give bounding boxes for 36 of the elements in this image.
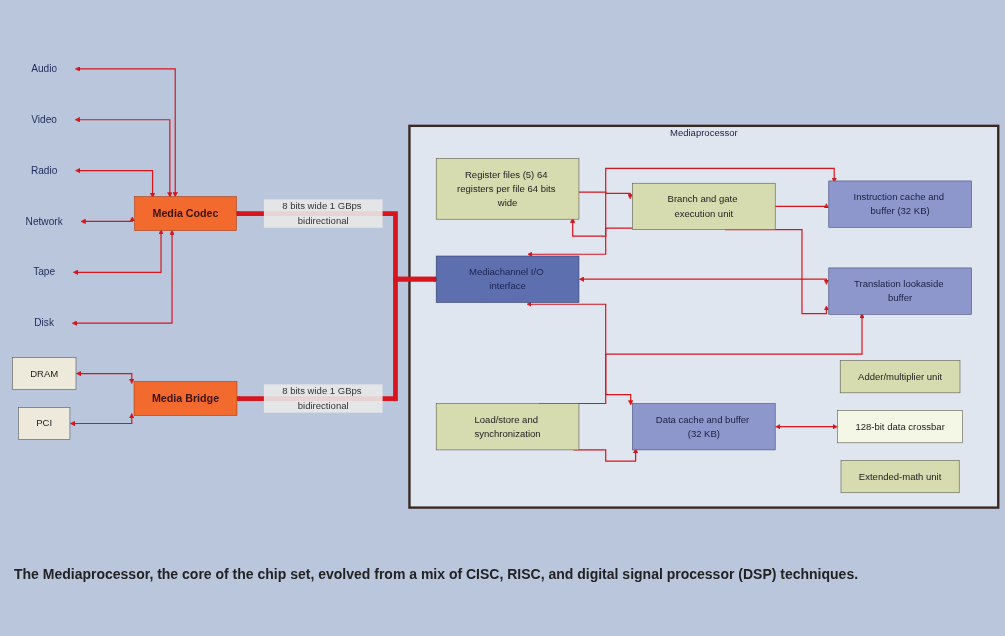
edge-label: 8 bits wide 1 GBps bidirectional: [281, 386, 362, 411]
node-text: Disk: [33, 317, 54, 329]
node-box: Media Bridge: [133, 381, 237, 416]
node-text: Network: [25, 215, 63, 227]
arrow: [525, 301, 633, 406]
node-box: 128-bit data crossbar: [836, 410, 963, 444]
arrow: [774, 203, 829, 209]
arrow: [71, 229, 175, 326]
node-text: Audio: [30, 63, 57, 75]
node-box: Branch and gate execution unit: [631, 182, 775, 230]
node-box: Data cache and buffer (32 KB): [631, 403, 775, 451]
caption: The Mediaprocessor, the core of the chip set, evolved from a mix of CISC, RISC, and digital signal processor (DSP) techniques.: [14, 566, 860, 582]
arrow: [69, 413, 134, 427]
node-text: Tape: [32, 266, 55, 278]
arrow: [578, 276, 829, 285]
node-box: Load/store and synchronization: [435, 403, 579, 451]
arrow: [526, 167, 837, 257]
node-box: Instruction cache and buffer (32 KB): [827, 180, 972, 228]
arrow: [75, 370, 134, 384]
node-box: PCI: [17, 407, 70, 440]
node-box: Extended-math unit: [840, 460, 959, 494]
node-text: Radio: [30, 164, 57, 177]
node-box: DRAM: [11, 357, 76, 390]
arrow: [774, 424, 838, 430]
arrow: [74, 117, 172, 198]
node-text: Video: [30, 113, 57, 126]
edge-label: 8 bits wide 1 GBps bidirectional: [281, 201, 362, 226]
node-box: Mediachannel I/O interface: [435, 255, 579, 303]
node-box: Adder/multiplier unit: [839, 360, 960, 394]
arrow: [74, 66, 178, 198]
arrow: [72, 229, 164, 275]
node-box: Translation lookaside buffer: [827, 267, 972, 315]
arrow: [80, 216, 135, 225]
node-box: Register files (5) 64 registers per file 64 bits wide: [435, 158, 579, 220]
node-box: Media Codec: [133, 196, 237, 231]
arrow: [577, 191, 633, 200]
